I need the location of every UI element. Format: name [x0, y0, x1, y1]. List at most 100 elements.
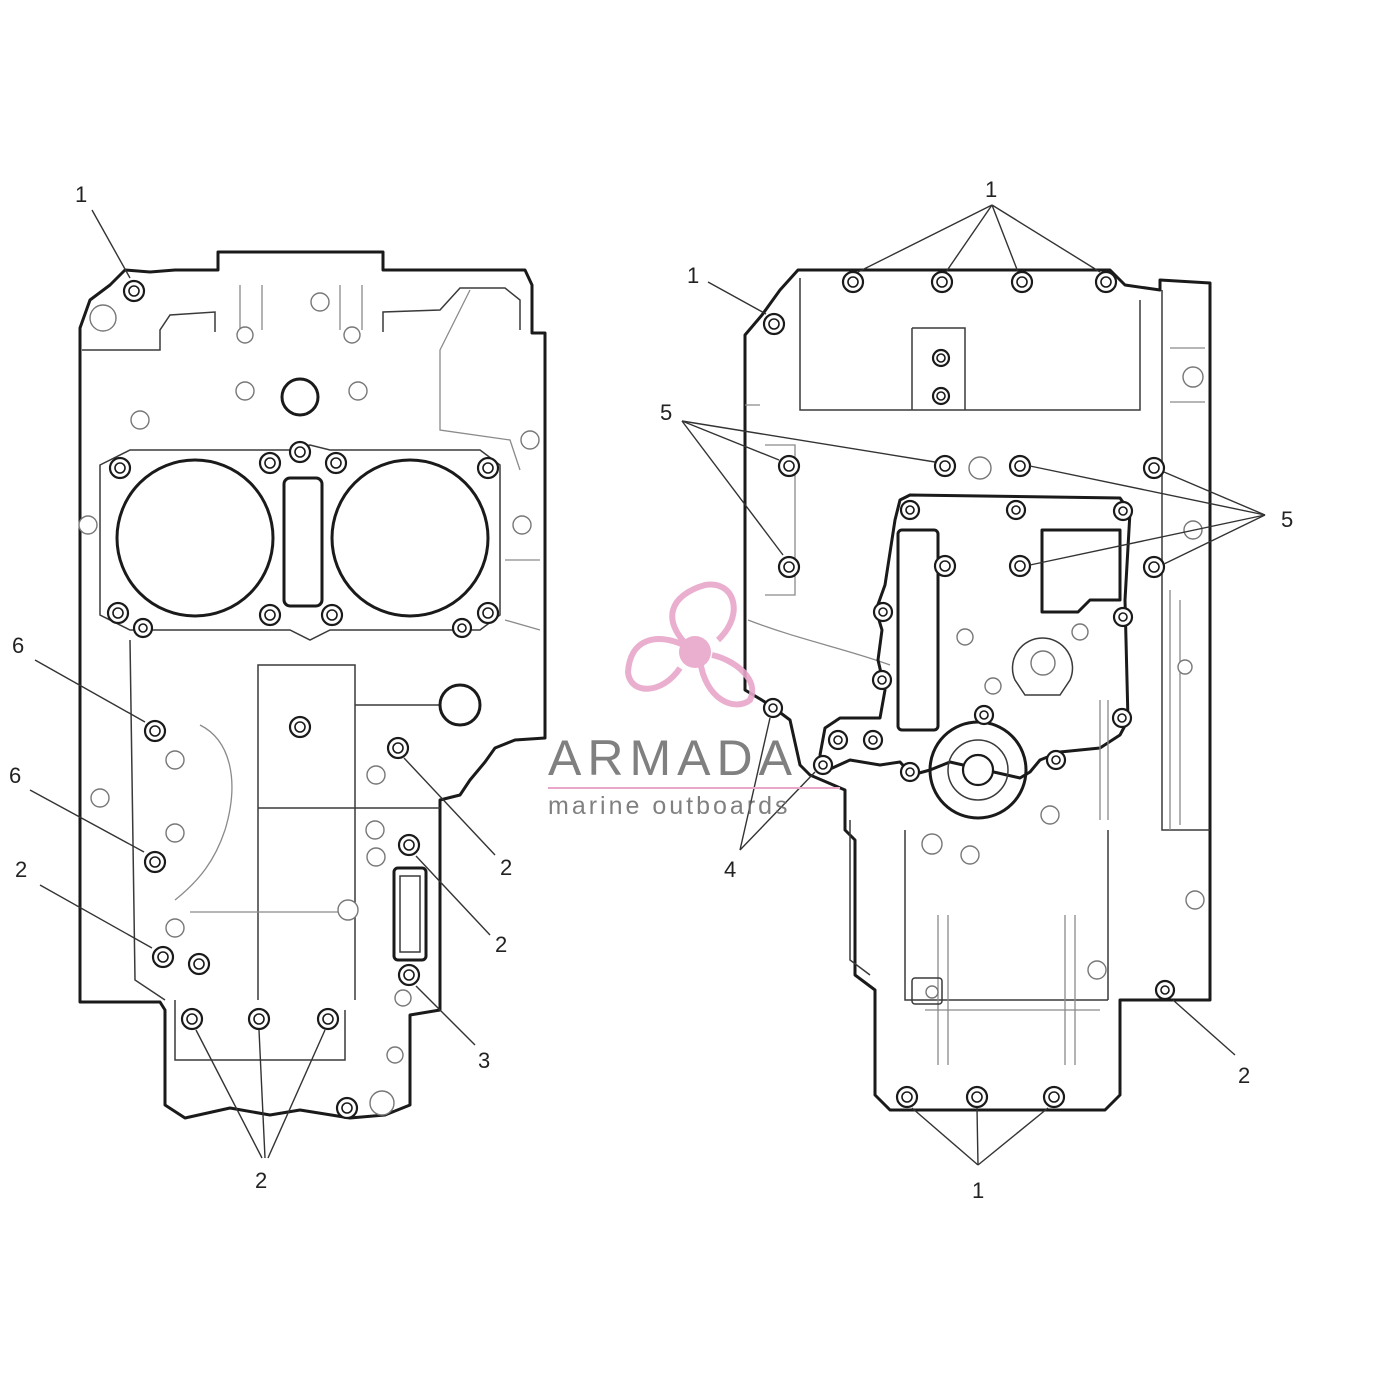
bolt — [862, 729, 884, 751]
right-crankcase-view: 1 1 5 5 4 2 1 — [660, 177, 1293, 1203]
bolt — [386, 736, 410, 760]
bolt — [1142, 456, 1166, 480]
callout-label: 2 — [500, 855, 512, 880]
bolt — [1094, 270, 1118, 294]
bolt — [451, 617, 473, 639]
right-cylinder-bore — [330, 458, 490, 618]
center-oil-gallery — [282, 476, 324, 608]
oil-pan-fins — [937, 590, 1181, 1065]
bolt — [108, 456, 132, 480]
callout-label: 1 — [687, 263, 699, 288]
bolt — [324, 451, 348, 475]
bolt — [1142, 555, 1166, 579]
gasket-notch — [1040, 528, 1122, 614]
callout-label: 1 — [985, 177, 997, 202]
callout-label: 1 — [972, 1178, 984, 1203]
bolt — [1045, 749, 1067, 771]
callout-label: 2 — [1238, 1063, 1250, 1088]
bolt — [258, 451, 282, 475]
bolt — [106, 601, 130, 625]
bolt — [187, 952, 211, 976]
bolt — [1154, 979, 1176, 1001]
watermark-title: ARMADA — [548, 730, 798, 786]
callout-label: 4 — [724, 857, 736, 882]
bolt — [899, 499, 921, 521]
bolt — [397, 833, 421, 857]
bolt — [1112, 606, 1134, 628]
callout-label: 2 — [15, 857, 27, 882]
bolt — [933, 554, 957, 578]
left-side-boss — [438, 683, 482, 727]
bolt — [931, 348, 951, 368]
bolt — [899, 761, 921, 783]
oil-pump-boss — [1011, 637, 1074, 696]
bolt — [827, 729, 849, 751]
bolt — [1042, 1085, 1066, 1109]
bolt — [777, 454, 801, 478]
armada-watermark: ARMADA marine outboards — [548, 581, 840, 820]
callout-label: 6 — [9, 763, 21, 788]
bolt — [1008, 454, 1032, 478]
bolt — [1005, 499, 1027, 521]
bolt — [930, 270, 954, 294]
right-crankcase-outline — [743, 268, 1212, 1112]
callout-label: 6 — [12, 633, 24, 658]
left-bolts — [106, 279, 500, 1120]
bolt — [872, 601, 894, 623]
bolt — [1112, 500, 1134, 522]
bolt — [143, 719, 167, 743]
bolt — [933, 454, 957, 478]
bolt — [180, 1007, 204, 1031]
right-bolts — [762, 270, 1176, 1109]
bolt — [841, 270, 865, 294]
bolt — [973, 704, 995, 726]
bolt — [931, 386, 951, 406]
bolt — [965, 1085, 989, 1109]
bolt — [1111, 707, 1133, 729]
callout-label: 2 — [255, 1168, 267, 1193]
bolt — [777, 555, 801, 579]
bolt — [895, 1085, 919, 1109]
bolt — [320, 603, 344, 627]
callout-label: 3 — [478, 1048, 490, 1073]
bolt — [476, 456, 500, 480]
left-crankcase-outline — [78, 250, 547, 1120]
right-holes — [921, 366, 1205, 999]
bolt — [122, 279, 146, 303]
bolt — [151, 945, 175, 969]
callout-label: 2 — [495, 932, 507, 957]
bolt — [812, 754, 834, 776]
bolt — [247, 1007, 271, 1031]
bolt — [132, 617, 154, 639]
bolt — [143, 850, 167, 874]
left-holes — [78, 292, 540, 1116]
bolt — [871, 669, 893, 691]
bolt — [1010, 270, 1034, 294]
bolt — [762, 697, 784, 719]
bolt — [1008, 554, 1032, 578]
bolt — [258, 603, 282, 627]
gasket-inner-slot — [896, 528, 940, 732]
right-callouts: 1 1 5 5 4 2 1 — [660, 177, 1293, 1203]
callout-label: 5 — [660, 400, 672, 425]
bolt — [288, 440, 312, 464]
bolt — [762, 312, 786, 336]
callout-label: 1 — [75, 182, 87, 207]
bolt — [335, 1096, 359, 1120]
watermark-subtitle: marine outboards — [548, 792, 791, 820]
bolt — [397, 963, 421, 987]
left-cylinder-bore — [115, 458, 275, 618]
bolt — [316, 1007, 340, 1031]
left-leaders — [29, 209, 496, 1159]
propeller-icon — [624, 581, 756, 708]
bolt — [288, 715, 312, 739]
left-callouts: 1 6 6 2 2 2 3 2 — [9, 182, 512, 1193]
left-slot — [392, 866, 428, 962]
callout-label: 5 — [1281, 507, 1293, 532]
right-leaders — [681, 204, 1266, 1166]
bolt — [476, 601, 500, 625]
left-crankcase-view: 1 6 6 2 2 2 3 2 — [9, 182, 547, 1193]
left-top-boss — [280, 377, 320, 417]
